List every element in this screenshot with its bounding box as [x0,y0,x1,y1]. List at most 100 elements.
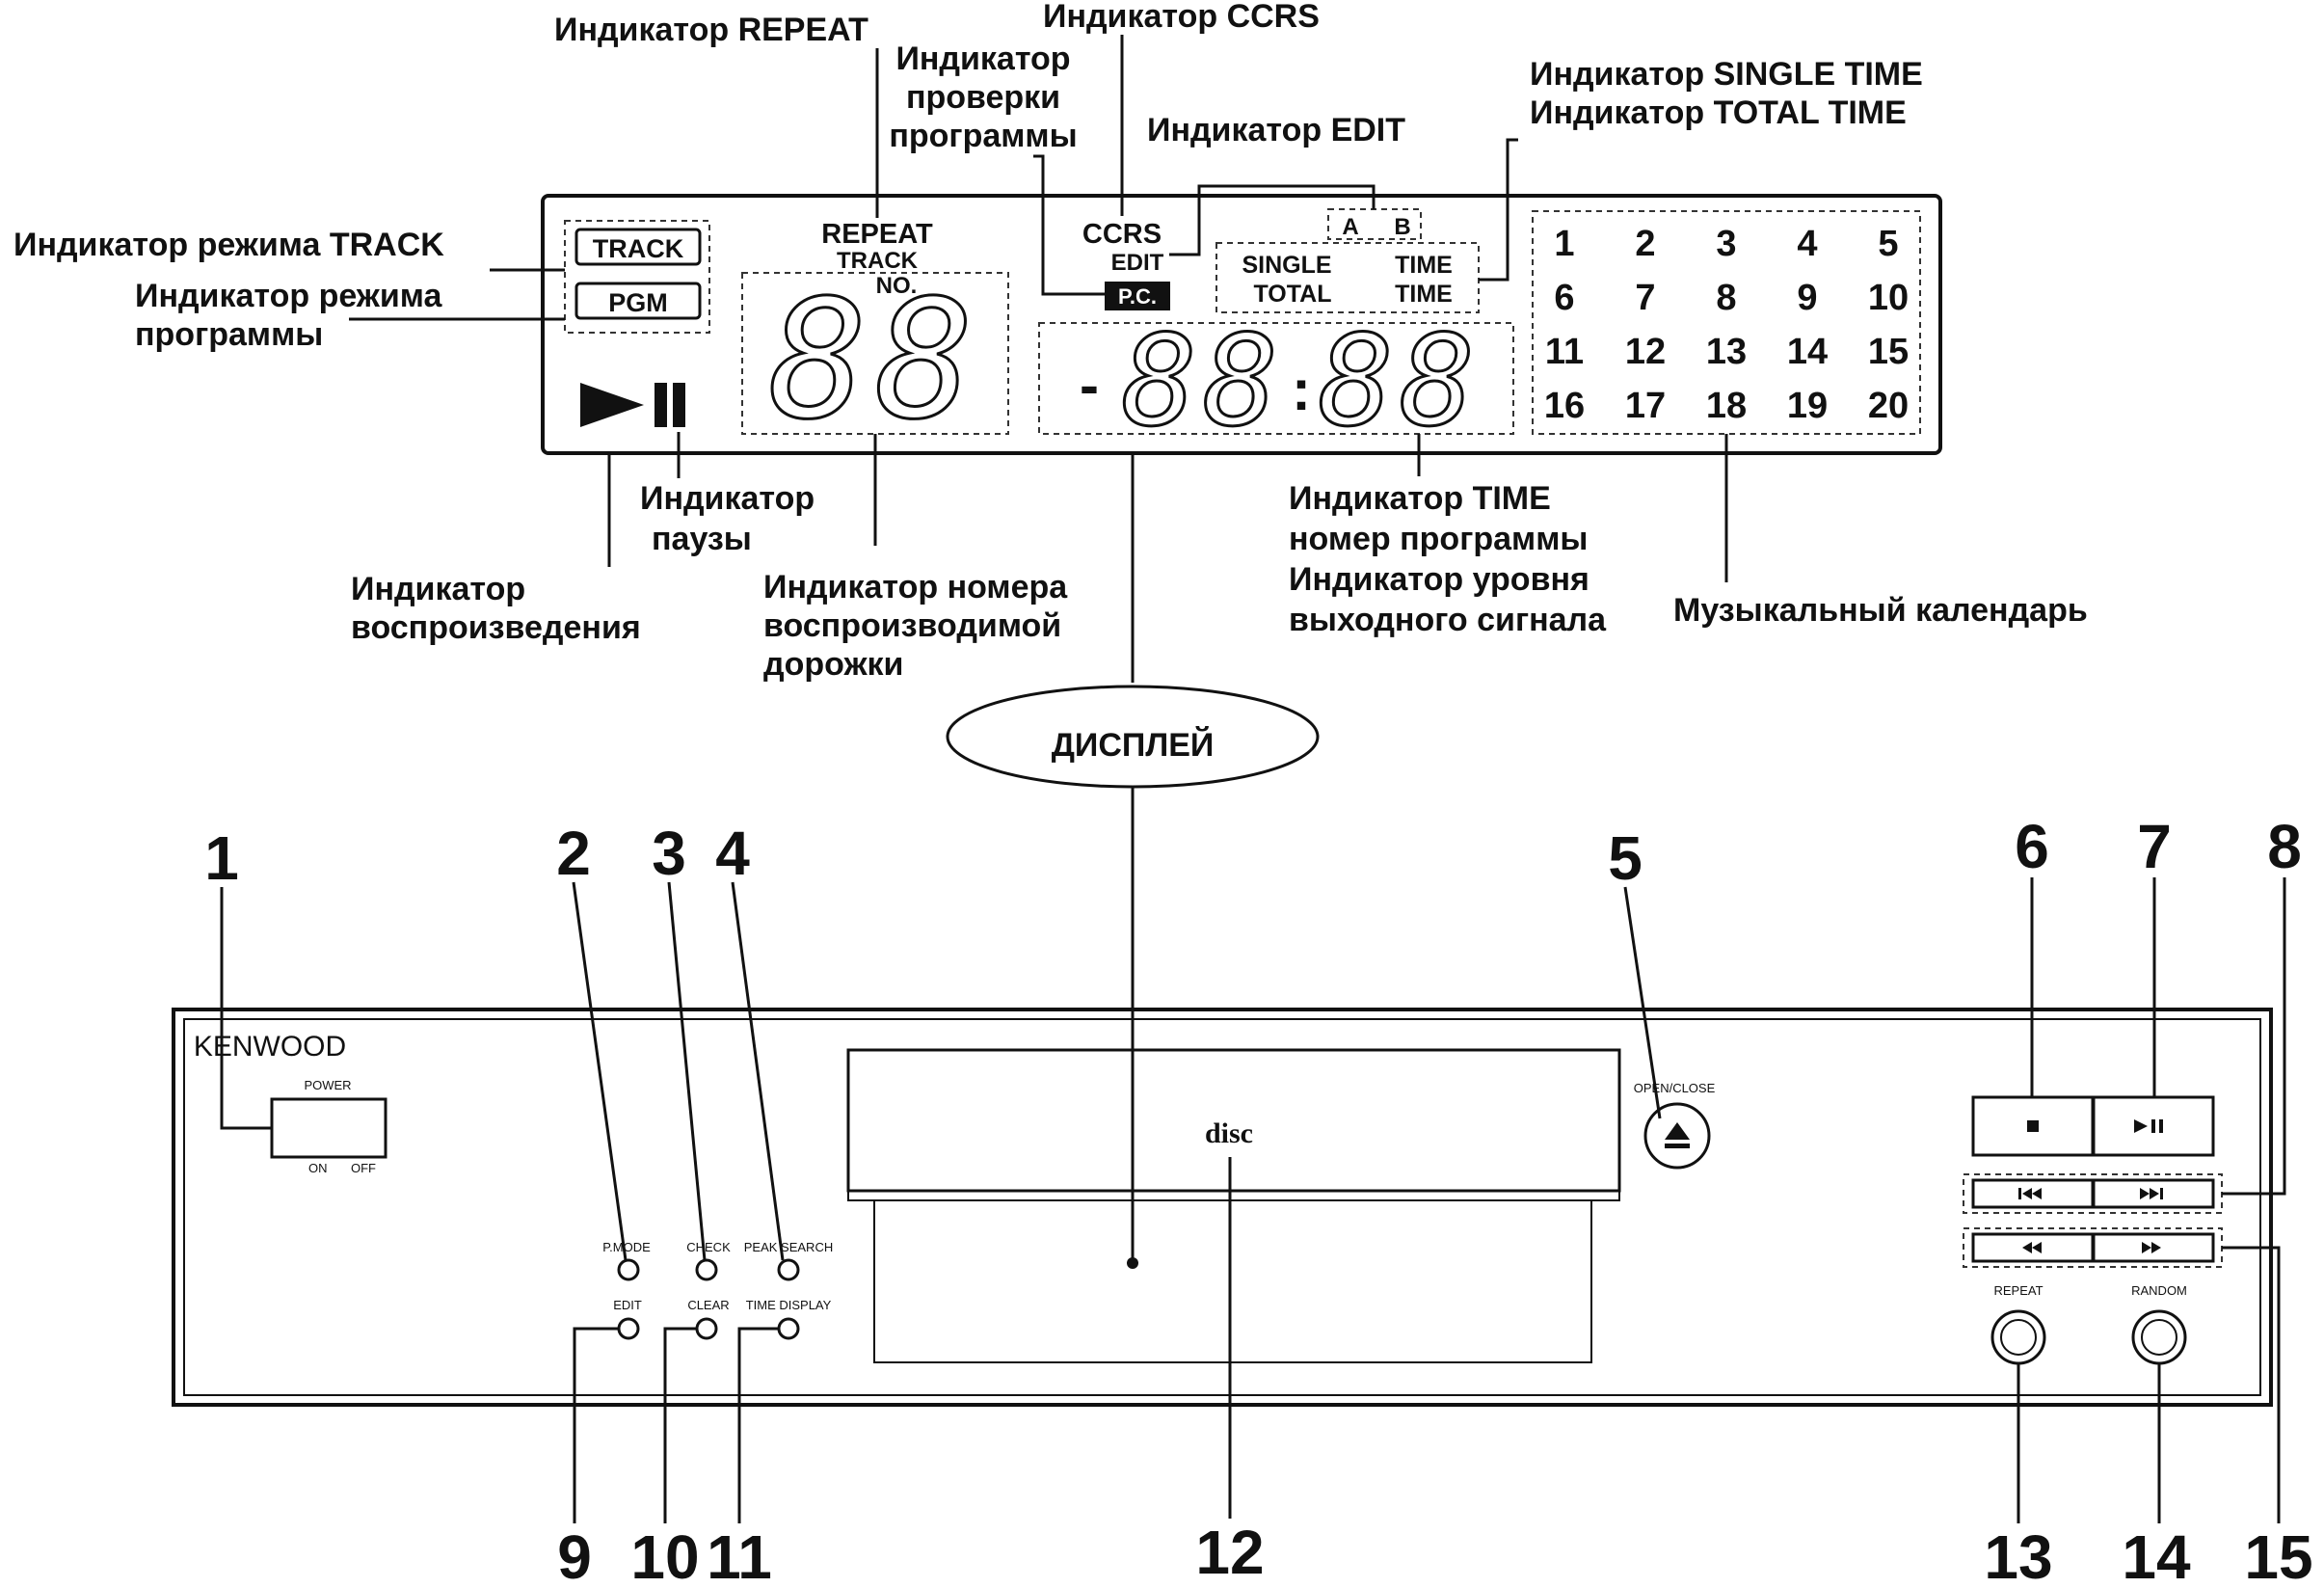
callout-2: 2 [556,819,591,888]
brand-logo: KENWOOD [194,1031,346,1063]
label-prog-check-1: Индикатор [895,40,1070,77]
calendar-number: 12 [1625,332,1666,372]
callout-5: 5 [1608,823,1643,893]
skip-forward-button[interactable] [2092,1178,2215,1209]
clear-button[interactable] [695,1317,718,1340]
calendar-number: 4 [1797,224,1817,264]
label-pause-2: паузы [652,521,752,557]
callout-7: 7 [2137,812,2172,881]
label-repeat: Индикатор REPEAT [554,12,868,48]
calendar-number: 11 [1545,332,1584,372]
label-prog-mode-2: программы [135,316,323,353]
callout-3: 3 [652,819,686,888]
label-play-2: воспроизведения [351,609,641,646]
callout-10: 10 [630,1522,699,1588]
callout-14: 14 [2122,1522,2191,1588]
display-b: B [1394,214,1410,240]
label-prog-check-3: программы [889,118,1077,154]
label-time-1: Индикатор TIME [1289,480,1551,517]
fast-forward-button[interactable] [2092,1232,2215,1263]
calendar-number: 13 [1706,332,1747,372]
display-a: A [1342,214,1358,240]
display-time-2: TIME [1395,281,1453,308]
play-indicator-icon [580,383,644,427]
pause-indicator-icon [654,383,667,427]
label-track-no-3: дорожки [763,646,903,683]
label-time-2: номер программы [1289,521,1588,557]
time-display-button[interactable] [777,1317,800,1340]
peak-search-label: PEAK SEARCH [744,1240,833,1254]
edit-button[interactable] [617,1317,640,1340]
check-button[interactable] [695,1258,718,1281]
rewind-icon [2022,1242,2042,1253]
random-panel-label: RANDOM [2131,1283,2187,1298]
display-time-seconds: 88 [1319,308,1482,454]
calendar-number: 16 [1544,386,1585,426]
calendar-number: 18 [1706,386,1747,426]
callout-12: 12 [1195,1518,1264,1587]
open-close-button[interactable] [1643,1102,1711,1170]
check-label: CHECK [686,1240,731,1254]
display-edit: EDIT [1111,250,1164,276]
callout-15: 15 [2244,1522,2312,1588]
display-pc: P.C. [1118,284,1157,309]
display-time-minutes: 88 [1122,308,1285,454]
calendar-number: 15 [1868,332,1909,372]
label-time-4: выходного сигнала [1289,602,1607,638]
label-total-time: Индикатор TOTAL TIME [1530,94,1907,131]
power-on-label: ON [308,1161,328,1175]
calendar-number: 14 [1787,332,1828,372]
open-close-label: OPEN/CLOSE [1634,1081,1716,1095]
calendar-number: 1 [1554,224,1574,264]
clear-label: CLEAR [687,1298,729,1312]
label-single-time: Индикатор SINGLE TIME [1530,56,1923,93]
label-prog-check-2: проверки [906,79,1060,116]
power-label: POWER [304,1078,351,1092]
leader-lines-panel [220,877,2286,1523]
display-total: TOTAL [1253,281,1331,308]
label-track-no-2: воспроизводимой [763,607,1061,644]
display-panel: TRACK PGM REPEAT TRACK NO. 88 CCRS EDIT … [541,194,1942,458]
p-mode-button[interactable] [617,1258,640,1281]
peak-search-button[interactable] [777,1258,800,1281]
calendar-number: 6 [1554,278,1574,318]
calendar-number: 7 [1635,278,1655,318]
display-track-label: TRACK [837,248,919,274]
label-ccrs: Индикатор CCRS [1043,0,1320,35]
callout-numbers: 1 2 3 4 5 6 7 8 9 10 11 12 13 14 15 [204,812,2312,1588]
display-time-colon: : [1292,358,1311,422]
skip-back-icon [2018,1188,2042,1199]
label-pause-1: Индикатор [640,480,815,517]
calendar-number: 20 [1868,386,1909,426]
display-title: ДИСПЛЕЙ [1052,726,1215,764]
display-time-minus: - [1080,353,1099,417]
callout-1: 1 [204,823,239,893]
callout-8: 8 [2267,812,2302,881]
display-no-label: NO. [876,273,918,299]
callout-6: 6 [2015,812,2049,881]
time-display-label: TIME DISPLAY [746,1298,832,1312]
front-panel: KENWOOD POWER ON OFF P.MODE CHECK PEAK S… [172,1008,2273,1407]
edit-panel-label: EDIT [613,1298,642,1312]
leader-lines-display [349,35,1728,683]
label-track-mode: Индикатор режима TRACK [13,227,444,263]
callout-11: 11 [707,1522,772,1588]
power-button[interactable] [270,1097,387,1159]
display-pgm-mode: PGM [608,288,668,317]
display-ccrs: CCRS [1082,219,1162,250]
compact-disc-logo: disc [1205,1117,1253,1149]
display-single: SINGLE [1242,252,1331,279]
label-prog-mode-1: Индикатор режима [135,278,443,314]
display-repeat: REPEAT [821,219,933,250]
stop-icon [2027,1120,2039,1132]
calendar-number: 3 [1716,224,1736,264]
power-off-label: OFF [351,1161,376,1175]
callout-9: 9 [557,1522,592,1588]
calendar-number: 10 [1868,278,1909,318]
calendar-number: 9 [1797,278,1817,318]
label-edit: Индикатор EDIT [1147,112,1405,148]
calendar-number: 8 [1716,278,1736,318]
calendar-number: 19 [1787,386,1828,426]
calendar-number: 17 [1625,386,1666,426]
skip-forward-icon [2140,1188,2163,1199]
